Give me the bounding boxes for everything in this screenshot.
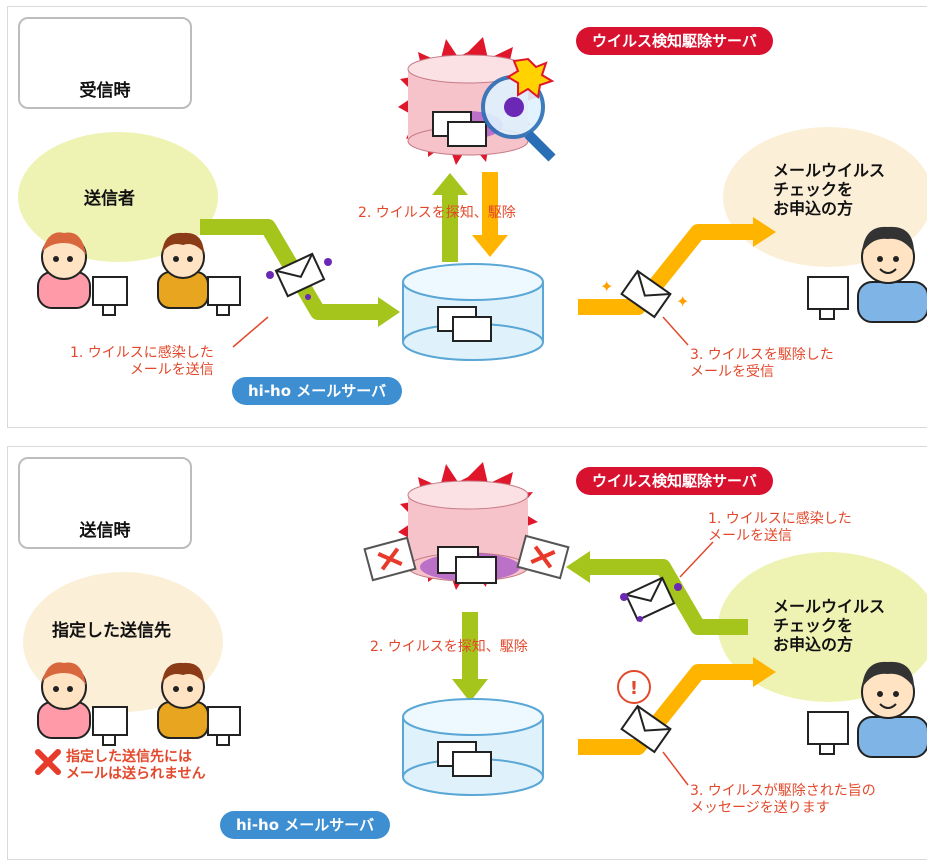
mail-server-badge: hi-ho メールサーバ — [220, 811, 391, 839]
step1-leader-line — [679, 541, 714, 578]
step2-label: 2. ウイルスを探知、駆除 — [370, 639, 528, 655]
infected-mail-arrow — [588, 559, 748, 635]
clean-envelope-icon — [620, 269, 672, 319]
subscriber-avatar — [807, 226, 927, 323]
virus-icon — [620, 593, 628, 601]
recipient-female-avatar — [37, 662, 128, 746]
arrow-head — [753, 217, 776, 247]
notice-envelope-icon — [620, 704, 672, 754]
virus-icon — [324, 258, 332, 266]
sparkle-icon: ✦ — [600, 277, 613, 296]
rejected-sign-icon — [363, 536, 417, 582]
receive-mode-label: 受信時 — [79, 81, 131, 101]
step1-label: 1. ウイルスに感染した メールを送信 — [70, 345, 214, 378]
send-mode-label: 送信時 — [79, 521, 131, 541]
svg-text:!: ! — [630, 678, 638, 699]
sender-label: 送信者 — [84, 189, 135, 209]
arrow-head — [753, 657, 776, 687]
blocked-note: 指定した送信先には メールは送られません — [66, 749, 206, 782]
step3-label: 3. ウイルスを駆除した メールを受信 — [690, 347, 834, 380]
virus-icon — [305, 294, 311, 300]
step1-label: 1. ウイルスに感染した メールを送信 — [708, 511, 852, 544]
step3-leader-line — [662, 316, 689, 346]
send-mode-box: 送信時 — [18, 457, 192, 549]
sending-flow-graphic: ! — [23, 462, 927, 796]
infected-envelope-icon — [274, 252, 326, 298]
arrow-head — [452, 679, 488, 702]
receiving-flow-graphic: ✦ ✦ — [18, 28, 927, 361]
sender-male-avatar — [157, 232, 241, 316]
arrow-head — [378, 297, 400, 327]
recipient-label: 指定した送信先 — [52, 621, 171, 641]
virus-detection-server — [398, 37, 556, 165]
down-arrow — [462, 612, 478, 682]
step1-leader-line — [232, 316, 269, 348]
mail-server-icon — [402, 698, 544, 796]
notice-message-arrow — [578, 664, 753, 755]
step3-label: 3. ウイルスが駆除された旨の メッセージを送ります — [690, 783, 876, 816]
subscriber-label: メールウイルス チェックを お申込の方 — [773, 161, 886, 219]
sparkle-icon: ✦ — [676, 292, 689, 311]
clean-mail-arrow — [578, 224, 753, 315]
infected-envelope-icon — [624, 576, 676, 622]
sender-female-avatar — [37, 232, 128, 316]
arrow-head — [432, 173, 468, 195]
sending-flow-panel: ! — [7, 446, 927, 860]
subscriber-avatar — [807, 661, 927, 758]
alert-bubble-icon: ! — [617, 670, 651, 704]
rejected-sign-icon — [516, 534, 570, 580]
virus-server-badge: ウイルス検知駆除サーバ — [576, 27, 773, 55]
step3-leader-line — [662, 751, 689, 786]
step2-label: 2. ウイルスを探知、駆除 — [358, 205, 516, 221]
download-arrow — [482, 172, 498, 237]
mail-server-badge: hi-ho メールサーバ — [232, 377, 403, 405]
virus-icon — [637, 616, 643, 622]
arrow-head — [472, 235, 508, 257]
mail-server-icon — [402, 263, 544, 361]
arrow-head — [566, 551, 590, 583]
virus-detection-server — [398, 462, 538, 590]
sender-background-blob — [18, 132, 218, 262]
virus-icon — [266, 271, 274, 279]
subscriber-label: メールウイルス チェックを お申込の方 — [773, 597, 886, 655]
receive-mode-box: 受信時 — [18, 17, 192, 109]
recipient-male-avatar — [157, 662, 241, 746]
virus-server-badge: ウイルス検知駆除サーバ — [576, 467, 773, 495]
upload-arrow — [442, 192, 458, 262]
cross-icon — [35, 749, 61, 775]
virus-icon — [674, 583, 682, 591]
receiving-flow-panel: ✦ ✦ — [7, 6, 927, 428]
alert-burst-icon — [506, 57, 555, 99]
